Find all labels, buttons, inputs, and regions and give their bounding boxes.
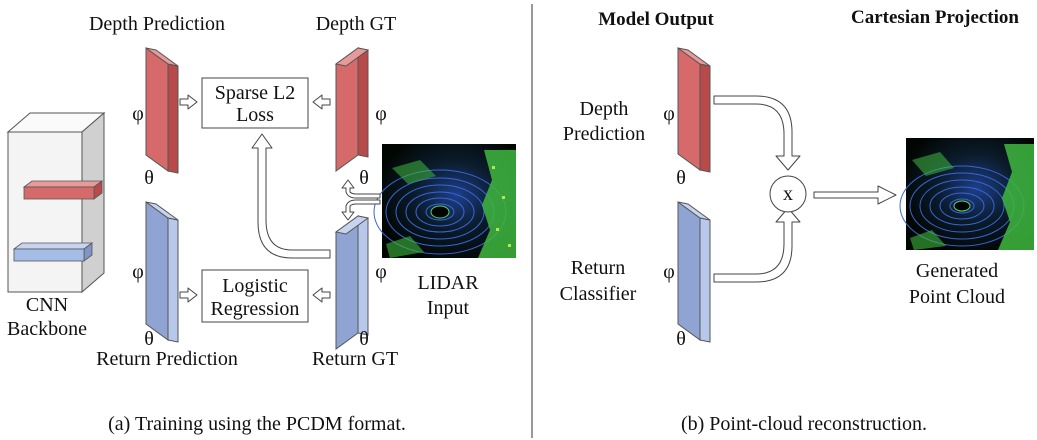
multiply-node [769,175,807,213]
output-depth-slab-side [699,63,711,173]
output-depth-phi: φ [663,103,675,125]
return-classifier-label-line2: Classifier [560,283,637,305]
right-panel-caption: (b) Point-cloud reconstruction. [681,413,927,435]
generated-cloud-vegetation [910,144,1034,250]
return-gt-slab-front [335,215,359,350]
output-depth-slab-front [677,47,701,171]
output-depth-slab-top [677,47,711,67]
output-return-theta: θ [676,328,686,350]
cnn-depth-feature-bar [23,186,95,200]
depth-prediction-label-line2: Prediction [563,123,645,145]
generated-point-cloud-line1: Generated [916,260,998,282]
arrow-lidar-to-gt-fork [341,179,381,199]
return-gt-slab [334,215,370,350]
cnn-backbone-side-face [81,111,105,294]
cnn-backbone-block [6,111,106,294]
return-classifier-label-line1: Return [571,257,625,279]
sparse-l2-loss-line1: Sparse L2 [215,82,296,104]
cnn-return-feature-bar [13,248,85,262]
arrow-depth-to-multiply [713,95,801,171]
return-prediction-title: Return Prediction [96,348,238,370]
output-return-slab-front [677,201,701,341]
arrow-return-to-multiply [713,207,801,283]
cnn-label-line2: Backbone [7,318,87,340]
output-return-slab-top [677,201,711,221]
cnn-return-feature-bar-top [12,242,94,250]
depth-gt-phi: φ [375,103,387,125]
output-return-slab-side [699,217,711,343]
depth-prediction-theta: θ [144,167,154,189]
cnn-depth-feature-bar-top [22,180,104,188]
arrow-return-gt-to-loss [251,133,331,259]
return-gt-slab-side [357,215,369,336]
arrow-return-gt-to-logistic [312,287,331,303]
depth-prediction-slab-top [145,47,179,67]
depth-gt-theta: θ [359,167,369,189]
return-gt-theta: θ [359,328,369,350]
output-return-slab [677,201,711,343]
cnn-backbone-front-face [7,131,83,293]
depth-gt-slab-top [334,47,370,67]
depth-prediction-title: Depth Prediction [89,13,225,35]
sparse-l2-loss-line2: Loss [236,104,274,126]
logistic-regression-line2: Regression [211,298,300,320]
depth-prediction-phi: φ [132,103,144,125]
arrow-depth-pred-to-loss [179,94,198,110]
return-prediction-phi: φ [132,261,144,283]
return-prediction-theta: θ [144,328,154,350]
depth-prediction-label-line1: Depth [580,98,629,120]
return-prediction-slab-top [145,201,179,221]
return-prediction-slab [145,201,179,343]
return-gt-slab-top [334,215,370,235]
depth-prediction-slab-side [167,63,179,174]
generated-cloud-car [953,200,971,212]
logistic-regression-box [201,269,309,323]
generated-point-cloud-line2: Point Cloud [909,286,1005,308]
depth-prediction-slab-front [145,47,169,172]
depth-gt-slab-front [335,47,359,172]
model-output-title: Model Output [598,9,714,30]
arrow-multiply-to-point-cloud [813,185,897,205]
sparse-l2-loss-box [201,77,309,129]
return-gt-title: Return GT [312,348,398,370]
depth-prediction-slab [145,47,179,174]
generated-cloud-rings [899,165,1025,247]
depth-gt-slab [334,47,370,172]
lidar-label-line1: LIDAR [417,272,479,294]
arrow-return-pred-to-logistic [179,287,198,303]
lidar-input-car [430,205,450,219]
left-panel-arrows [179,94,381,303]
output-depth-theta: θ [676,167,686,189]
cartesian-projection-title: Cartesian Projection [851,7,1019,28]
depth-gt-slab-side [357,47,369,158]
lidar-input-speckle [492,166,511,247]
generated-point-cloud-image [899,138,1034,250]
arrow-depth-gt-to-loss [312,94,331,110]
lidar-label-line2: Input [427,297,470,319]
arrow-lidar-to-return-gt [341,199,381,221]
output-depth-slab [677,47,711,173]
return-prediction-slab-side [167,217,179,343]
lidar-input-image [373,144,516,258]
depth-gt-title: Depth GT [316,13,397,35]
multiply-symbol: x [783,183,793,205]
lidar-input-vegetation [386,150,516,258]
return-gt-phi: φ [375,261,387,283]
output-return-phi: φ [663,261,675,283]
logistic-regression-line1: Logistic [222,275,288,297]
return-prediction-slab-front [145,201,169,341]
cnn-label-line1: CNN [26,294,68,316]
left-panel-caption: (a) Training using the PCDM format. [108,413,406,435]
